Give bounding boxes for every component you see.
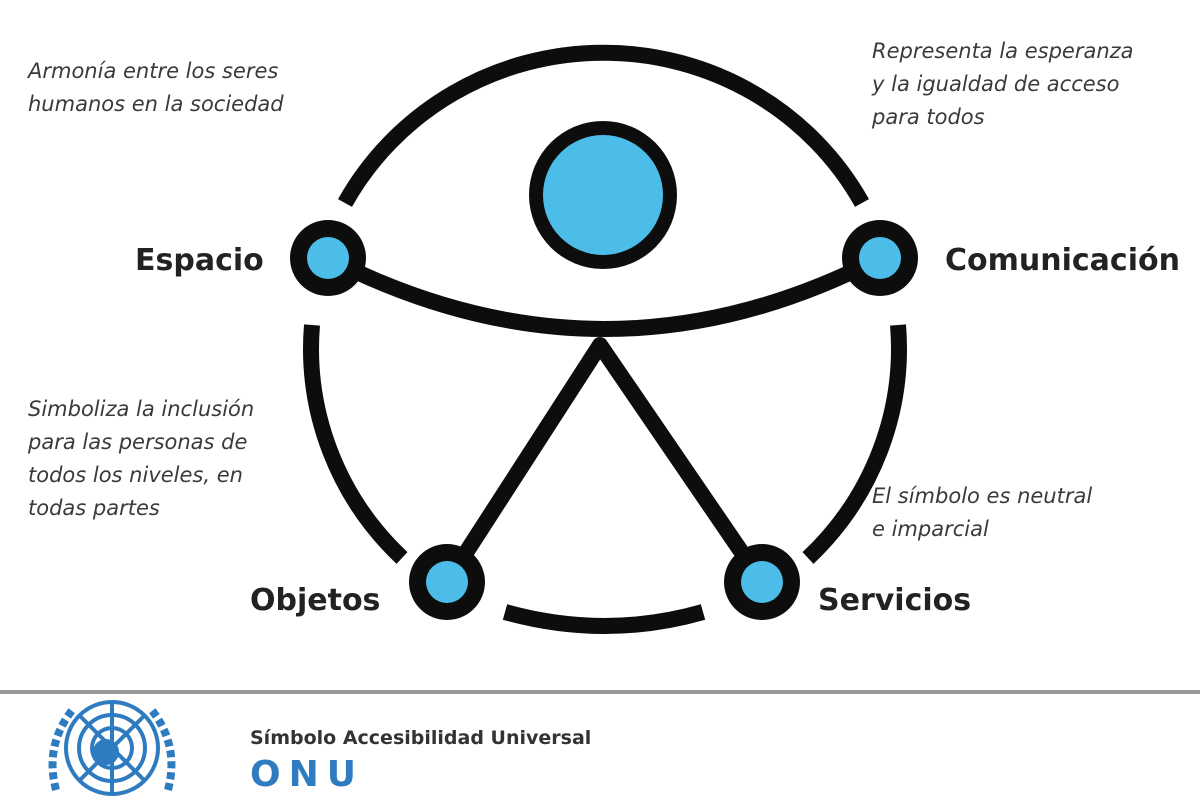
accessibility-symbol (290, 44, 918, 634)
label-servicios: Servicios (818, 583, 972, 618)
circle-arc-top (338, 44, 869, 207)
node-objetos (409, 544, 485, 620)
divider (0, 690, 1200, 694)
footer-title: Símbolo Accesibilidad Universal (250, 727, 592, 749)
head-icon (529, 121, 677, 269)
note-hope-equality: Representa la esperanza y la igualdad de… (872, 39, 1134, 129)
arms (324, 250, 884, 337)
legs (440, 337, 769, 587)
footer-org: ONU (250, 754, 364, 795)
node-servicios (724, 544, 800, 620)
note-harmony: Armonía entre los seres humanos en la so… (28, 59, 284, 116)
label-objetos: Objetos (250, 583, 381, 618)
un-emblem-icon (48, 700, 176, 796)
node-comunicacion (842, 220, 918, 296)
node-espacio (290, 220, 366, 296)
note-neutral: El símbolo es neutral e imparcial (872, 484, 1093, 541)
circle-arc-left (303, 324, 408, 564)
circle-arc-bottom (502, 604, 706, 634)
label-espacio: Espacio (135, 243, 264, 278)
label-comunicacion: Comunicación (945, 243, 1180, 278)
note-inclusion: Simboliza la inclusión para las personas… (28, 397, 255, 520)
circle-arc-right (802, 324, 907, 564)
